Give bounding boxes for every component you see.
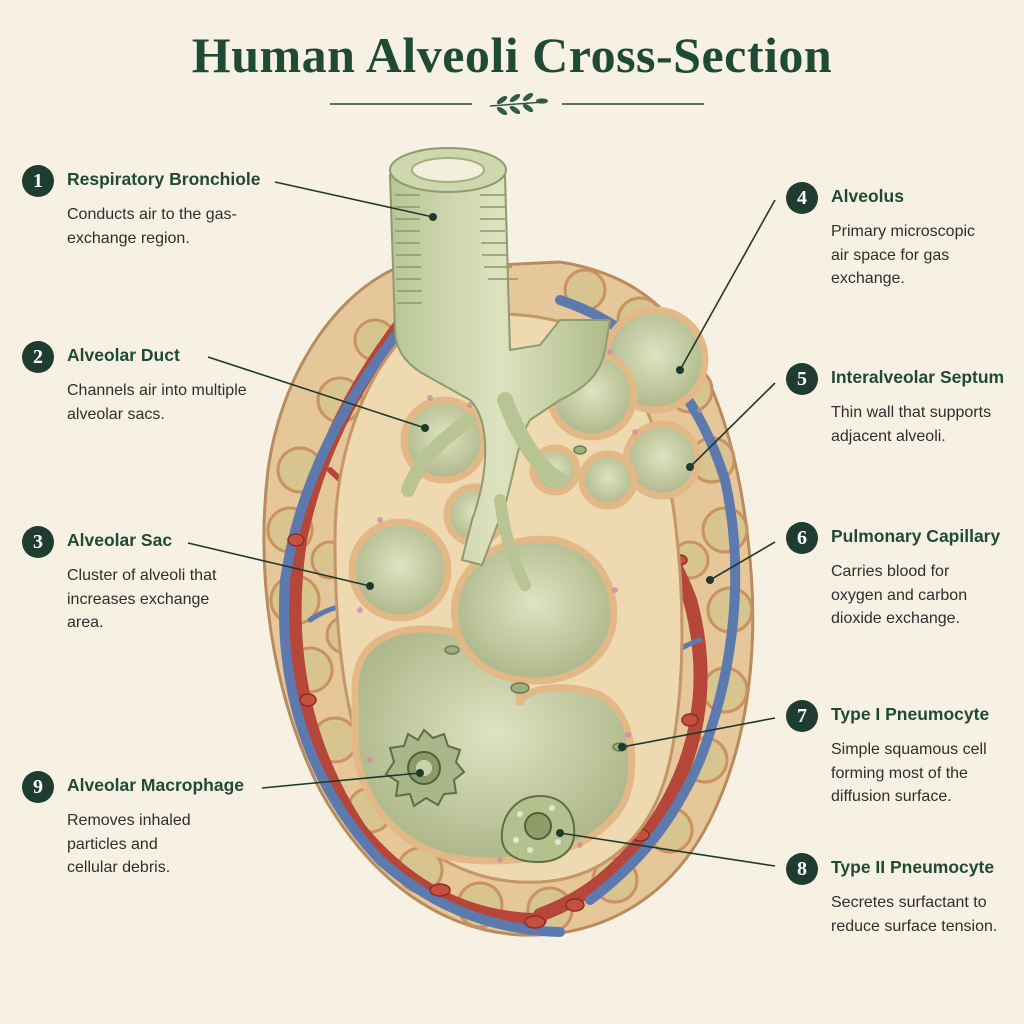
callout-number-badge: 1 [22, 165, 54, 197]
leader-line-4 [679, 199, 776, 371]
callout-title: Alveolar Sac [67, 530, 173, 550]
callout-number-badge: 7 [786, 700, 818, 732]
callout-description: Secretes surfactant to reduce surface te… [831, 894, 998, 935]
callout-title: Alveolar Macrophage [67, 775, 244, 795]
callout-title: Pulmonary Capillary [831, 526, 1001, 546]
leader-line-8 [559, 832, 776, 867]
callout-description: Primary microscopic air space for gas ex… [831, 223, 976, 287]
page-title: Human Alveoli Cross-Section [191, 27, 833, 83]
callout-description: Thin wall that supports adjacent alveoli… [831, 404, 992, 445]
callout-title: Type II Pneumocyte [831, 857, 995, 877]
callout-number-badge: 6 [786, 522, 818, 554]
callout-title: Type I Pneumocyte [831, 704, 990, 724]
callout-description: Channels air into multiple alveolar sacs… [67, 382, 247, 423]
callout-description: Conducts air to the gas-exchange region. [67, 206, 237, 247]
callout-title: Alveolus [831, 186, 904, 206]
leader-line-7 [621, 717, 776, 748]
leader-line-9 [261, 772, 421, 789]
callout-number-badge: 8 [786, 853, 818, 885]
callout-description: Simple squamous cell forming most of the… [831, 741, 987, 805]
title-divider [330, 92, 704, 116]
leader-line-1 [274, 181, 434, 218]
leader-line-5 [689, 382, 776, 468]
callout-title: Alveolar Duct [67, 345, 180, 365]
leader-line-6 [709, 541, 776, 581]
callout-title: Interalveolar Septum [831, 367, 1005, 387]
callout-number-badge: 3 [22, 526, 54, 558]
vein-left [278, 325, 565, 937]
sac-left [348, 518, 452, 622]
callout-number-badge: 2 [22, 341, 54, 373]
leaf-sprig-icon [489, 92, 548, 116]
callout-description: Removes inhaled particles and cellular d… [67, 812, 191, 876]
callout-description: Cluster of alveoli that increases exchan… [67, 567, 217, 631]
callout-number-badge: 4 [786, 182, 818, 214]
callout-number-badge: 9 [22, 771, 54, 803]
callout-number-badge: 5 [786, 363, 818, 395]
macrophage-cell [384, 728, 466, 808]
leader-line-3 [187, 542, 371, 587]
callout-description: Carries blood for oxygen and carbon diox… [831, 563, 968, 627]
leader-line-2 [207, 356, 426, 429]
callout-title: Respiratory Bronchiole [67, 169, 261, 189]
